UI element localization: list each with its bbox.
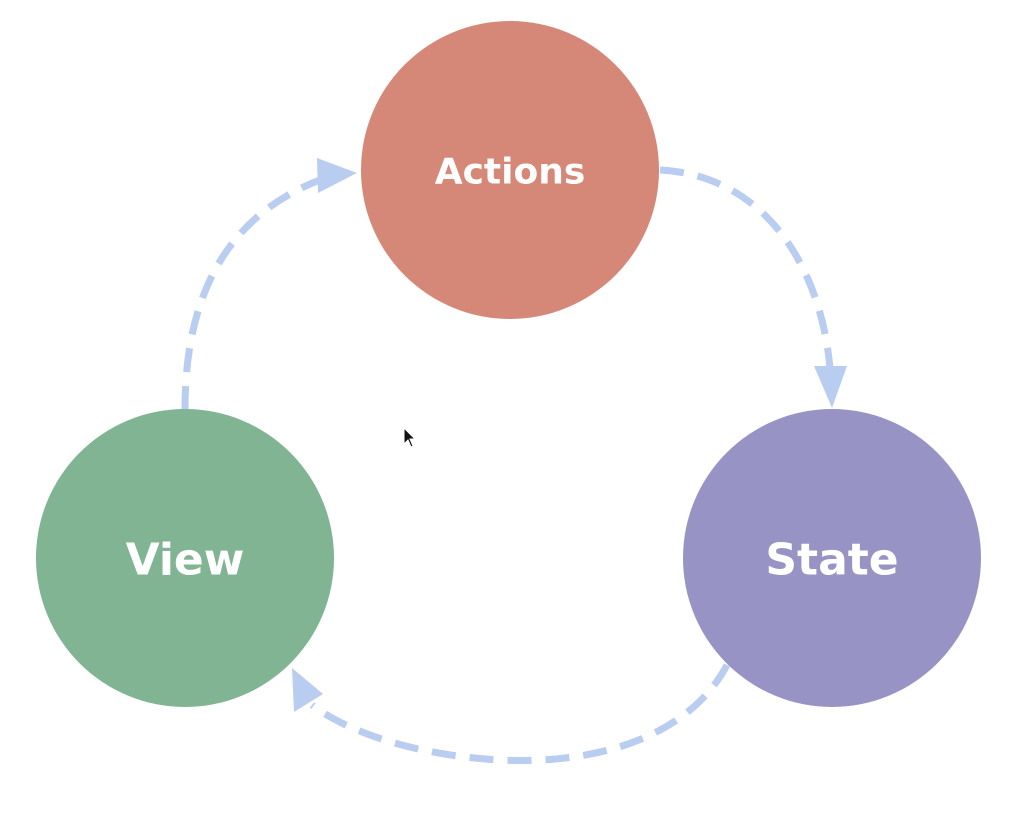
node-actions: Actions <box>361 21 659 319</box>
edge-state-to-view-arrowhead <box>292 668 323 712</box>
edge-actions-to-state-arrowhead <box>814 366 847 408</box>
edge-state-to-view <box>292 663 731 765</box>
mouse-cursor-icon <box>403 426 417 448</box>
node-actions-circle <box>361 21 659 319</box>
edge-state-to-view-line <box>309 663 731 765</box>
edge-view-to-actions <box>181 158 357 411</box>
edge-view-to-actions-arrowhead <box>317 158 357 193</box>
node-view: View <box>36 409 334 707</box>
edge-actions-to-state <box>659 166 847 408</box>
edge-view-to-actions-line <box>181 174 327 411</box>
node-state-label: State <box>765 535 898 586</box>
node-state-circle <box>683 409 981 707</box>
node-actions-label: Actions <box>435 152 586 193</box>
edge-actions-to-state-line <box>659 166 834 369</box>
node-view-label: View <box>126 535 245 586</box>
node-view-circle <box>36 409 334 707</box>
node-state: State <box>683 409 981 707</box>
